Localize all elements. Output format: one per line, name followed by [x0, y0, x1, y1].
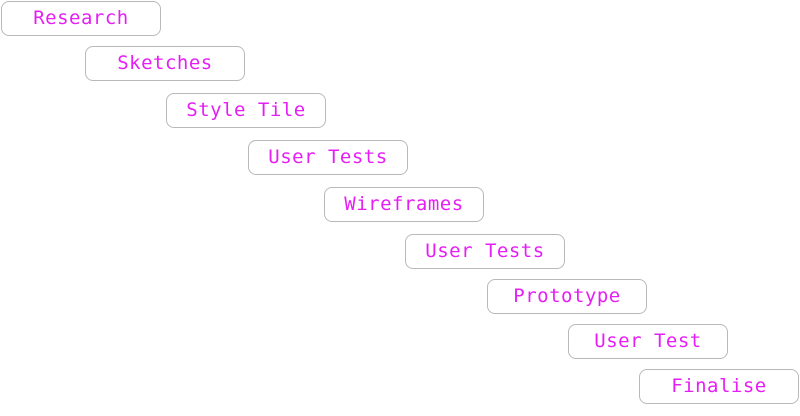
step-research[interactable]: Research	[1, 1, 161, 36]
step-user-tests-1[interactable]: User Tests	[248, 140, 408, 175]
step-label: User Test	[594, 330, 702, 352]
step-wireframes[interactable]: Wireframes	[324, 187, 484, 222]
step-user-test[interactable]: User Test	[568, 324, 728, 359]
step-prototype[interactable]: Prototype	[487, 279, 647, 314]
step-label: Finalise	[671, 375, 767, 397]
step-user-tests-2[interactable]: User Tests	[405, 234, 565, 269]
step-label: Style Tile	[186, 99, 306, 121]
step-finalise[interactable]: Finalise	[639, 369, 799, 404]
step-label: Prototype	[513, 285, 621, 307]
step-sketches[interactable]: Sketches	[85, 46, 245, 81]
step-label: Research	[33, 7, 129, 29]
step-label: Wireframes	[344, 193, 464, 215]
step-style-tile[interactable]: Style Tile	[166, 93, 326, 128]
step-label: User Tests	[425, 240, 545, 262]
step-label: Sketches	[117, 52, 213, 74]
step-label: User Tests	[268, 146, 388, 168]
